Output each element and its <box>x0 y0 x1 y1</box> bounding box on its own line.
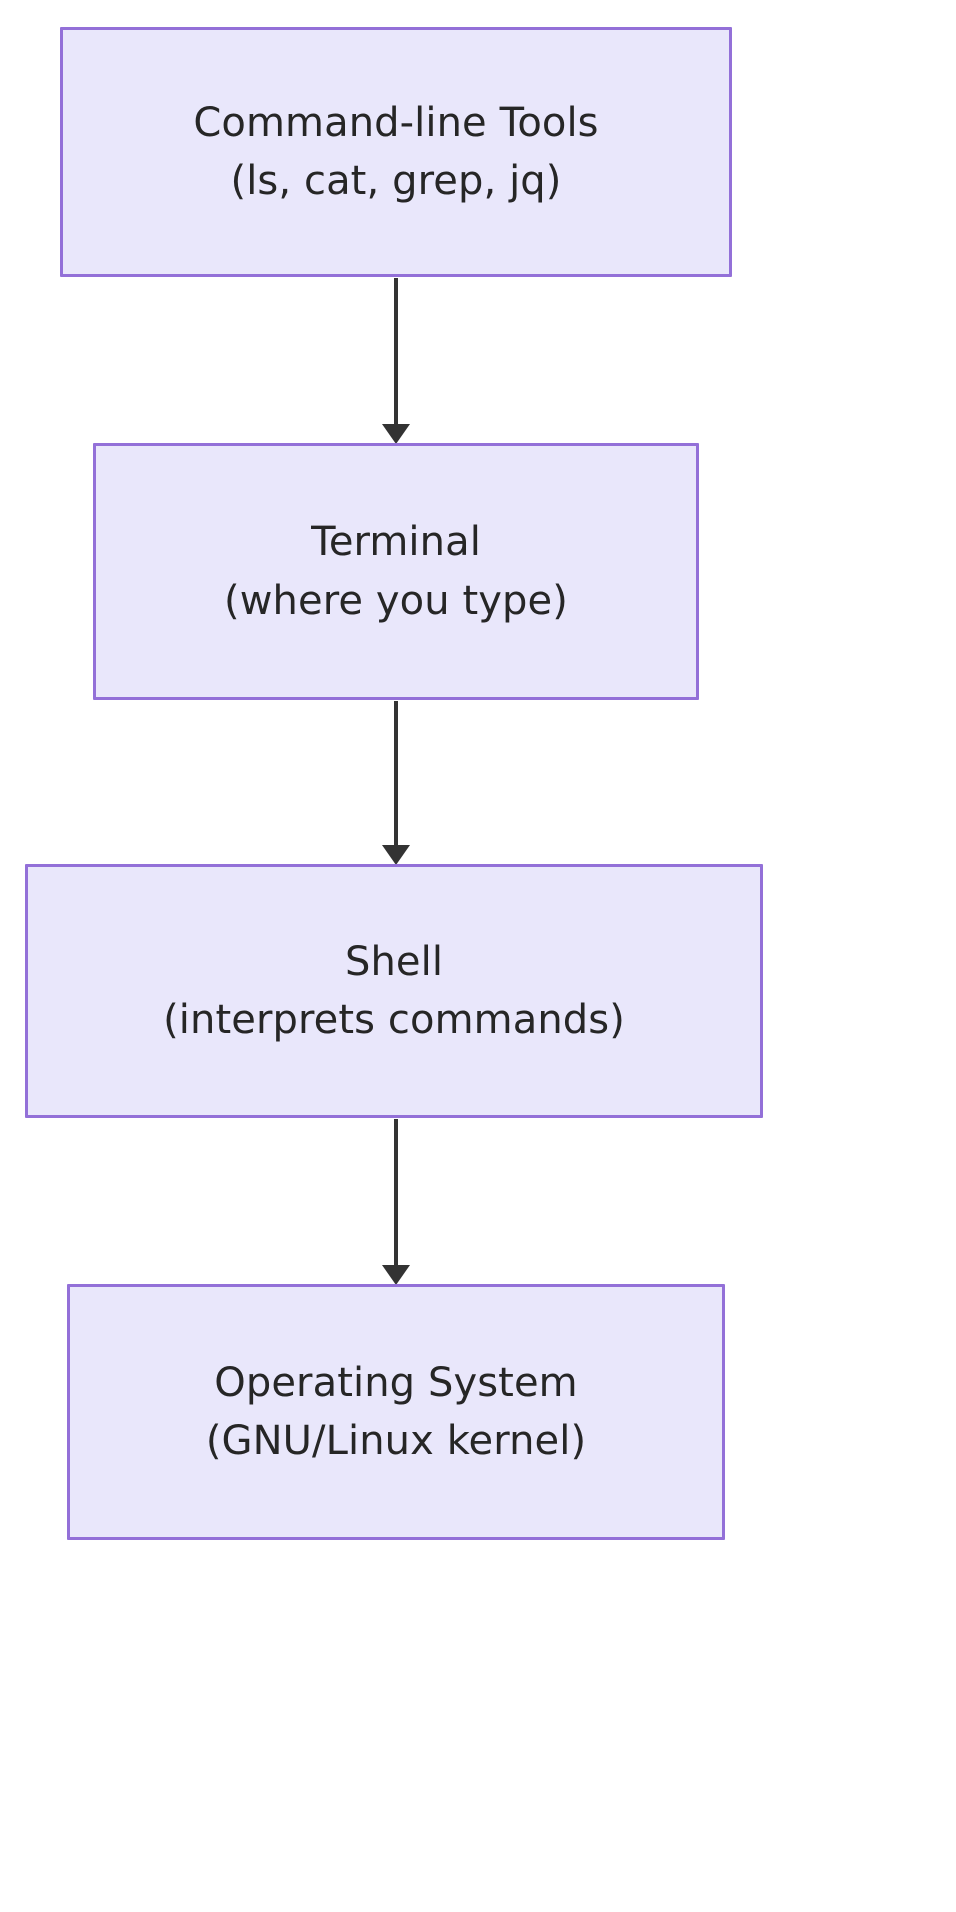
node-label-line1: Terminal <box>311 519 481 566</box>
node-label-line1: Operating System <box>214 1359 578 1406</box>
node-command-line-tools[interactable]: Command-line Tools (ls, cat, grep, jq) <box>60 27 732 277</box>
node-label-line1: Command-line Tools <box>193 99 599 146</box>
edge-tools-terminal <box>382 278 410 444</box>
edge-terminal-shell <box>382 701 410 865</box>
node-label-line2: (ls, cat, grep, jq) <box>230 158 562 204</box>
node-operating-system[interactable]: Operating System (GNU/Linux kernel) <box>67 1284 725 1540</box>
node-label-line1: Shell <box>344 938 444 985</box>
arrow-head-down-icon <box>382 1265 410 1285</box>
node-terminal[interactable]: Terminal (where you type) <box>93 443 699 700</box>
node-label-line2: (where you type) <box>224 577 568 624</box>
arrow-head-down-icon <box>382 424 410 444</box>
node-label-line2: (GNU/Linux kernel) <box>205 1418 587 1464</box>
edge-shell-os <box>382 1119 410 1285</box>
arrow-head-down-icon <box>382 845 410 865</box>
node-label-line2: (interprets commands) <box>163 997 625 1043</box>
node-shell[interactable]: Shell (interprets commands) <box>25 864 763 1118</box>
